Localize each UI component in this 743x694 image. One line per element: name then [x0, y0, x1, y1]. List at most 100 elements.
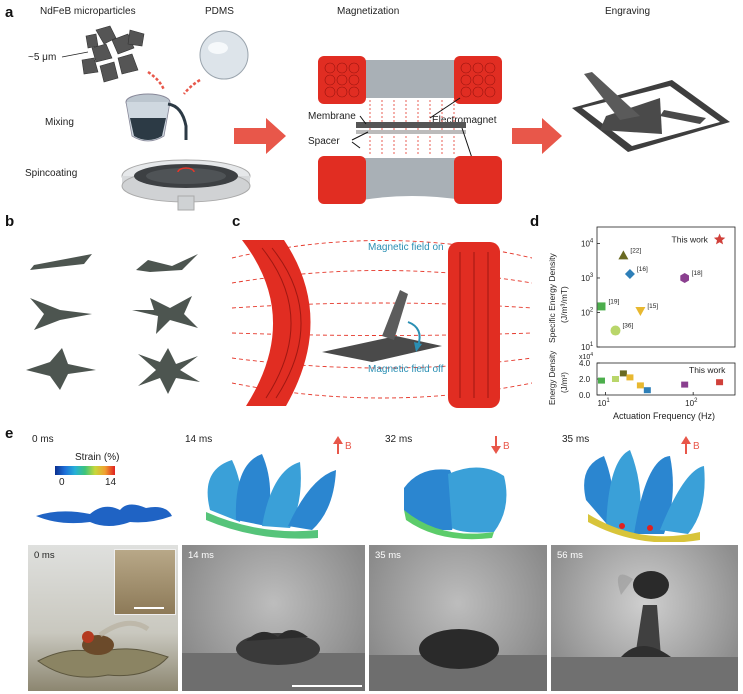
top-point-label-5: [19] [608, 298, 619, 305]
bottom-y-axis-label: Energy Density [548, 351, 557, 405]
photo-1: 14 ms [182, 545, 365, 691]
sim-time-3: 35 ms [562, 434, 590, 445]
x-tick-label: 101 [597, 398, 610, 408]
photo-time-2: 35 ms [375, 550, 401, 561]
magnetization-label: Magnetization [337, 6, 400, 17]
top-y-axis-unit: (J/m³/mT) [559, 286, 569, 323]
top-point-label-1: [22] [630, 247, 641, 254]
shape-arrowhead [30, 298, 92, 330]
top-y-tick-label: 102 [581, 307, 594, 317]
bottom-y-tick-label: 4.0 [579, 359, 591, 368]
b-arrow-up-1 [333, 436, 343, 454]
bottom-annotation: This work [689, 365, 726, 375]
top-point-5 [597, 302, 606, 311]
top-point-label-0: This work [672, 235, 709, 245]
arrow-right-1 [234, 118, 286, 154]
photo-0: 0 ms [28, 545, 178, 691]
shape-bowtie [136, 254, 198, 272]
spin-coater [121, 159, 251, 211]
electromagnet-label: Electromagnet [432, 115, 497, 126]
arrow-right-2 [512, 118, 562, 154]
top-point-3 [680, 273, 689, 283]
top-y-tick-label: 103 [581, 273, 594, 283]
field-off-label: Magnetic field off [368, 364, 444, 375]
electromagnet-top [318, 56, 502, 104]
strain-max: 14 [105, 477, 117, 488]
ndfeb-label: NdFeB microparticles [40, 6, 136, 17]
membrane-layer [356, 122, 466, 128]
bottom-point-7 [716, 379, 724, 386]
coil-left [242, 240, 311, 406]
coil-pattern-top [324, 62, 496, 98]
shape-four-petal [132, 296, 198, 334]
b-label-1: B [345, 441, 352, 452]
top-point-6 [610, 325, 621, 336]
top-point-label-6: [36] [622, 323, 633, 330]
top-point-2 [624, 269, 635, 280]
sim-3-flower [584, 450, 705, 542]
panel-c-illustration [232, 240, 532, 408]
shape-star [26, 348, 96, 390]
top-plot-frame [596, 226, 736, 348]
shape-six-arm [138, 348, 200, 394]
spacer-label: Spacer [308, 136, 340, 147]
bottom-y-tick-label: 0.0 [579, 391, 591, 400]
inset-photo [114, 549, 176, 615]
engraved-membrane [572, 72, 730, 152]
sim-2-flower [404, 467, 507, 540]
bottom-y-multiplier: x104 [579, 352, 593, 361]
panel-label-e: e [5, 425, 14, 442]
field-arrow-c [407, 321, 421, 347]
panel-b-shapes [26, 254, 200, 394]
sim-time-0: 0 ms [32, 434, 54, 445]
scale-bar [292, 685, 362, 687]
sim-1-flower [206, 454, 336, 539]
b-arrow-up-2 [681, 436, 691, 454]
bottom-point-2 [619, 370, 627, 377]
strain-min: 0 [59, 477, 65, 488]
panel-label-d: d [530, 213, 540, 230]
field-lines [369, 100, 455, 155]
engraving-label: Engraving [605, 6, 651, 17]
top-point-label-3: [18] [692, 270, 703, 277]
photo-time-1: 14 ms [188, 550, 214, 561]
b-label-3: B [693, 441, 700, 452]
strain-colorbar [55, 466, 115, 475]
panel-label-b: b [5, 213, 15, 230]
x-axis-label: Actuation Frequency (Hz) [613, 411, 715, 421]
top-point-label-4: [15] [647, 303, 658, 310]
sim-0-flat [36, 504, 172, 526]
electromagnet-bottom [318, 156, 502, 204]
actuated-membrane [322, 290, 442, 362]
top-y-tick-label: 104 [581, 238, 594, 248]
bottom-point-4 [636, 382, 644, 389]
mixing-label: Mixing [45, 117, 74, 128]
x-tick-label: 102 [685, 398, 698, 408]
bottom-point-5 [643, 387, 651, 394]
strain-label: Strain (%) [75, 452, 120, 463]
bottom-point-1 [611, 376, 619, 382]
membrane-label: Membrane [308, 111, 356, 122]
coil-right [448, 242, 500, 408]
pdms-drop [199, 30, 249, 80]
b-label-2: B [503, 441, 510, 452]
top-point-1 [618, 250, 629, 260]
bottom-y-axis-unit: (J/m³) [560, 372, 569, 393]
simulation-row [36, 436, 705, 542]
bottom-point-3 [626, 374, 634, 381]
size-label: ~5 μm [28, 52, 57, 63]
top-point-label-2: [16] [637, 266, 648, 273]
photo-2: 35 ms [369, 545, 547, 691]
photo-3: 56 ms [551, 545, 738, 691]
field-on-label: Magnetic field on [368, 242, 444, 253]
sim-time-1: 14 ms [185, 434, 213, 445]
panel-label-a: a [5, 4, 14, 21]
photo-time-3: 56 ms [557, 550, 583, 561]
pdms-label: PDMS [205, 6, 234, 17]
panel-label-c: c [232, 213, 241, 230]
top-point-0 [713, 233, 726, 245]
top-y-tick-label: 101 [581, 342, 594, 352]
top-point-4 [635, 307, 646, 317]
b-arrow-down [491, 436, 501, 454]
